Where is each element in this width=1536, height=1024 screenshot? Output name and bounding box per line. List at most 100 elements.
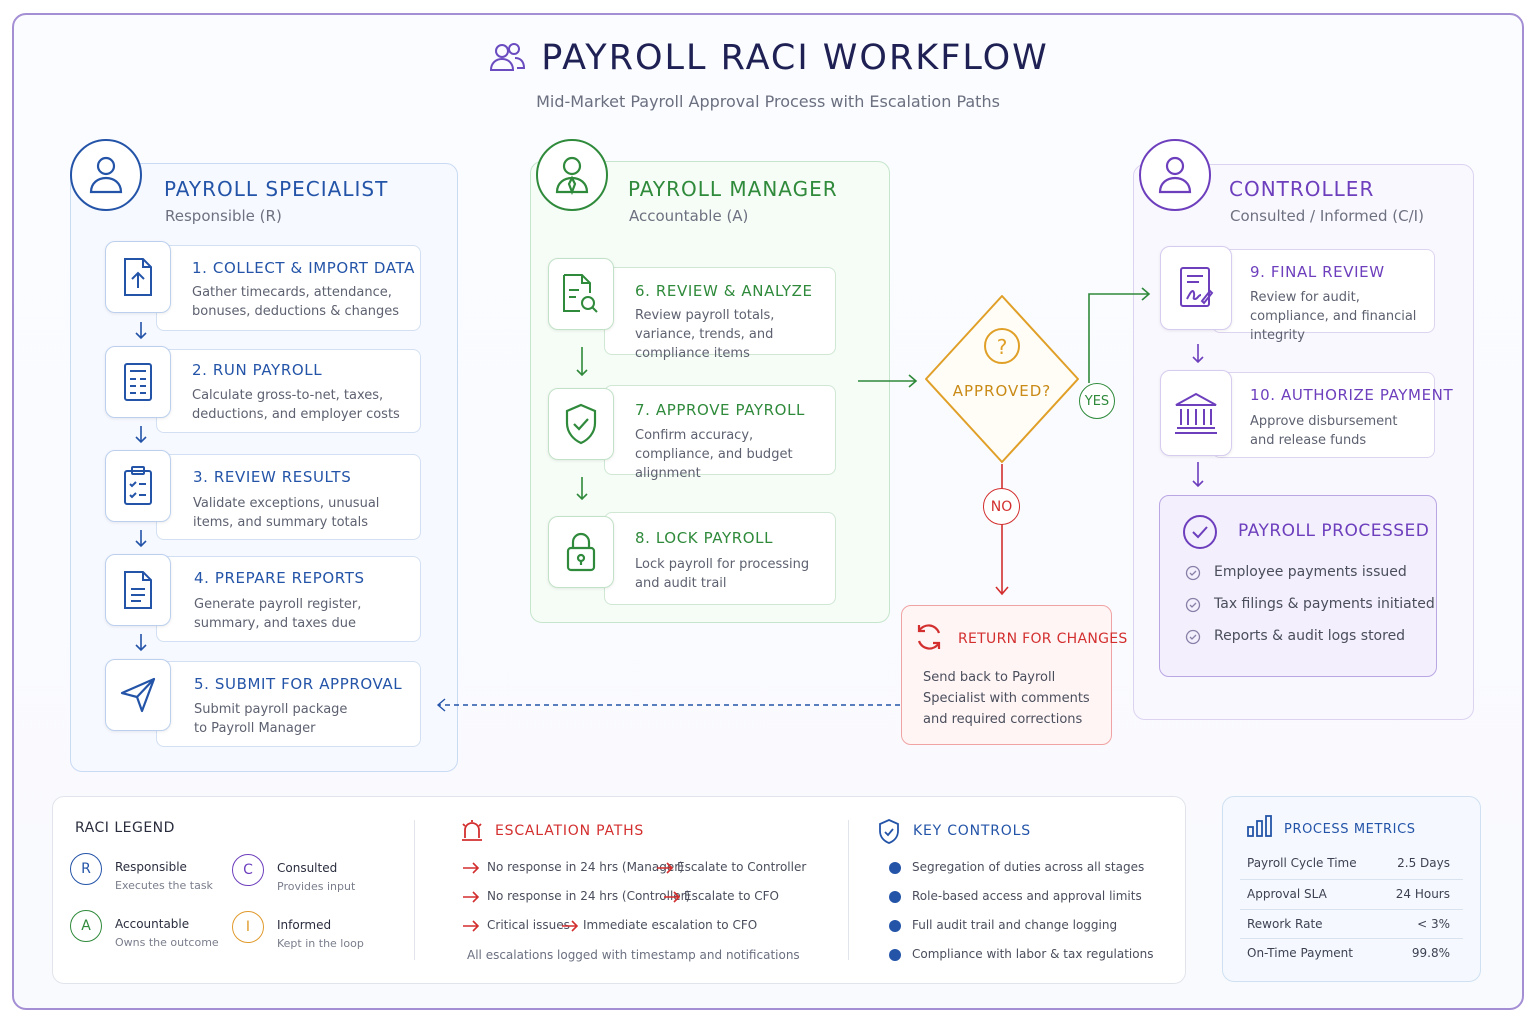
- no-badge: NO: [983, 488, 1020, 525]
- step-title-4: 4. PREPARE REPORTS: [194, 569, 365, 587]
- step-icon-box-9: [1160, 246, 1232, 330]
- step-card-8[interactable]: [604, 512, 836, 605]
- processed-item-2: Tax filings & payments initiated: [1214, 596, 1435, 612]
- arrow-right-icon: [664, 891, 681, 903]
- specialist-flow-arrows: [135, 322, 147, 652]
- escalation-to-2: Escalate to CFO: [684, 889, 779, 903]
- manager-title: PAYROLL MANAGER: [628, 177, 838, 201]
- bullet-check-icon: [889, 920, 901, 932]
- divider: [414, 820, 415, 960]
- lock-icon: [566, 532, 596, 572]
- control-item-1: Segregation of duties across all stages: [912, 860, 1145, 874]
- control-item-4: Compliance with labor & tax regulations: [912, 947, 1154, 961]
- refresh-icon: [917, 624, 941, 650]
- return-dashed-arrow: [436, 698, 900, 712]
- controller-title: CONTROLLER: [1229, 177, 1375, 201]
- step-icon-box-3: [105, 450, 171, 522]
- manager-raci: Accountable (A): [629, 207, 749, 225]
- payroll-processed-box: [1159, 495, 1437, 677]
- step-card-2[interactable]: [156, 349, 421, 433]
- legend-desc-r: Executes the task: [115, 879, 213, 892]
- step-title-8: 8. LOCK PAYROLL: [635, 529, 774, 547]
- users-icon: [490, 43, 526, 71]
- step-icon-box-6: [548, 258, 614, 330]
- to-decision-arrow: [858, 374, 918, 388]
- return-title: RETURN FOR CHANGES: [958, 631, 1128, 647]
- arrow-right-icon: [463, 862, 480, 874]
- controller-avatar: [1139, 139, 1211, 211]
- metric-value-3: < 3%: [1417, 917, 1450, 931]
- metric-value-4: 99.8%: [1411, 946, 1450, 960]
- escalation-title: ESCALATION PATHS: [495, 823, 645, 839]
- step-card-1[interactable]: [156, 245, 421, 331]
- user-icon: [1158, 156, 1192, 194]
- check-icon: [1185, 597, 1201, 613]
- step-desc-8: Lock payroll for processing and audit tr…: [635, 557, 810, 591]
- page-title: PAYROLL RACI WORKFLOW: [541, 38, 1049, 78]
- arrow-right-icon: [463, 920, 480, 932]
- step-desc-7: Confirm accuracy, compliance, and budget…: [635, 428, 793, 481]
- divider: [1240, 909, 1463, 910]
- decision-label: APPROVED?: [952, 382, 1052, 400]
- step-icon-box-10: [1160, 370, 1232, 456]
- step-desc-6: Review payroll totals, variance, trends,…: [635, 308, 775, 361]
- step-card-4[interactable]: [156, 556, 421, 642]
- specialist-avatar: [70, 139, 142, 211]
- bank-icon: [1175, 392, 1217, 434]
- arrow-right-icon: [657, 862, 674, 874]
- step-card-9[interactable]: [1212, 249, 1435, 333]
- send-icon: [120, 677, 156, 713]
- escalation-to-3: Immediate escalation to CFO: [583, 918, 758, 932]
- processed-item-1: Employee payments issued: [1214, 564, 1407, 580]
- step-icon-box-4: [105, 554, 171, 626]
- step-card-6[interactable]: [604, 267, 836, 355]
- legend-badge-c: C: [232, 854, 264, 886]
- upload-file-icon: [124, 258, 152, 296]
- step-desc-9: Review for audit, compliance, and financ…: [1250, 290, 1417, 343]
- processed-item-3: Reports & audit logs stored: [1214, 628, 1406, 644]
- alarm-icon: [462, 820, 482, 841]
- step-title-1: 1. COLLECT & IMPORT DATA: [192, 259, 415, 277]
- check-icon: [1185, 565, 1201, 581]
- bullet-check-icon: [889, 949, 901, 961]
- check-circle-icon: [1183, 515, 1217, 549]
- escalation-from-3: Critical issues: [487, 918, 570, 932]
- step-icon-box-8: [548, 516, 614, 588]
- step-title-10: 10. AUTHORIZE PAYMENT: [1250, 386, 1454, 404]
- step-title-9: 9. FINAL REVIEW: [1250, 263, 1385, 281]
- step-desc-2: Calculate gross-to-net, taxes, deduction…: [192, 388, 400, 422]
- step-title-5: 5. SUBMIT FOR APPROVAL: [194, 675, 403, 693]
- shield-check-icon: [565, 403, 597, 445]
- yes-badge: YES: [1079, 383, 1115, 419]
- escalation-from-1: No response in 24 hrs (Manager): [487, 860, 684, 874]
- step-icon-box-2: [105, 346, 171, 418]
- legend-desc-i: Kept in the loop: [277, 937, 364, 950]
- step-title-2: 2. RUN PAYROLL: [192, 361, 323, 379]
- step-card-3[interactable]: [156, 454, 421, 540]
- step-desc-10: Approve disbursement and release funds: [1250, 414, 1398, 448]
- legend-badge-r: R: [70, 853, 102, 885]
- controller-raci: Consulted / Informed (C/I): [1230, 207, 1424, 225]
- metric-value-2: 24 Hours: [1395, 887, 1450, 901]
- legend-badge-i: I: [232, 911, 264, 943]
- legend-desc-c: Provides input: [277, 880, 356, 893]
- step-card-10[interactable]: [1212, 372, 1435, 458]
- user-icon: [89, 156, 123, 194]
- calculator-icon: [124, 363, 152, 401]
- checklist-icon: [124, 466, 152, 505]
- step-desc-1: Gather timecards, attendance, bonuses, d…: [192, 285, 400, 319]
- step-card-5[interactable]: [156, 661, 421, 747]
- legend-badge-a: A: [70, 910, 102, 942]
- manager-avatar: [536, 139, 608, 211]
- manager-flow-arrows: [576, 347, 588, 501]
- step-desc-3: Validate exceptions, unusual items, and …: [193, 496, 380, 530]
- step-desc-4: Generate payroll register, summary, and …: [194, 597, 362, 631]
- divider: [1240, 938, 1463, 939]
- bottom-info-panel: [52, 796, 1186, 984]
- document-icon: [124, 571, 152, 609]
- escalation-note: All escalations logged with timestamp an…: [467, 948, 800, 962]
- search-doc-icon: [563, 274, 598, 313]
- bar-chart-icon: [1247, 815, 1272, 837]
- step-icon-box-5: [105, 659, 171, 731]
- no-arrow: [995, 464, 1009, 596]
